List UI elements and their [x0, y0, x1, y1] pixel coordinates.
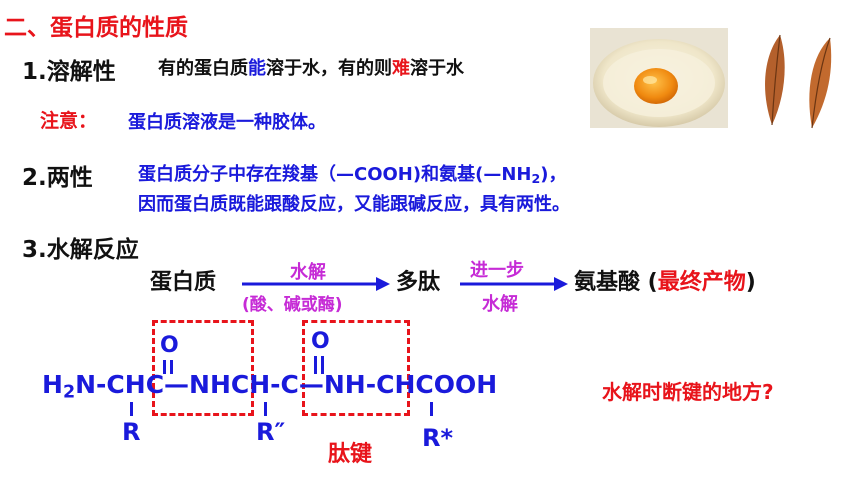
note-label: 注意： — [40, 110, 98, 132]
product-text: 氨基酸 ( — [574, 270, 658, 295]
nh2-subscript: 2 — [531, 171, 541, 187]
hydrolysis-heading: 3.水解反应 — [22, 237, 139, 263]
peptide-bond-box-2 — [302, 320, 410, 416]
carbonyl-oxygen-2: O — [311, 329, 330, 354]
solubility-text: 有的蛋白质能溶于水，有的则难溶于水 — [158, 54, 464, 80]
arrow2-bottom-label: 水解 — [482, 294, 518, 315]
main-chain-text: N-CHC—NHCH-C—NH-CHCOOH — [75, 370, 498, 399]
double-bond-1a — [163, 360, 166, 374]
amphoteric-line1-text: 蛋白质分子中存在羧基（—COOH)和氨基(—NH — [138, 164, 532, 185]
r-group-1: R — [122, 418, 141, 446]
main-chain-subscript: 2 — [62, 382, 76, 403]
solubility-heading: 1.溶解性 — [22, 59, 116, 85]
peptide-bond-box-1 — [152, 320, 254, 416]
double-bond-2b — [321, 356, 324, 374]
reactant-protein: 蛋白质 — [150, 270, 217, 295]
side-bond-1 — [130, 402, 133, 416]
arrow1-bottom-label: (酸、碱或酶) — [242, 295, 343, 315]
main-chain-h: H — [42, 370, 63, 399]
amphoteric-heading: 2.两性 — [22, 165, 93, 191]
solubility-text-part3: 溶于水 — [410, 58, 464, 79]
arrow1-top-label: 水解 — [290, 262, 326, 283]
r-group-2: R″ — [256, 418, 286, 446]
peptide-main-chain: H2N-CHC—NHCH-C—NH-CHCOOH — [42, 370, 497, 402]
note-text: 蛋白质溶液是一种胶体。 — [128, 112, 326, 133]
reaction-arrow-1 — [242, 277, 390, 291]
arrow2-top-label: 进一步 — [470, 260, 524, 281]
egg-in-bowl-image — [590, 28, 728, 128]
feathers-image — [765, 34, 832, 129]
solubility-text-part1: 有的蛋白质 — [158, 58, 248, 79]
amphoteric-line2: 因而蛋白质既能跟酸反应，又能跟碱反应，具有两性。 — [138, 194, 570, 215]
amphoteric-line1: 蛋白质分子中存在羧基（—COOH)和氨基(—NH2)， — [138, 160, 566, 186]
hydrolysis-question: 水解时断键的地方? — [602, 380, 774, 404]
solubility-text-part2: 溶于水，有的则 — [266, 58, 392, 79]
product-amino-acid: 氨基酸 (最终产物) — [574, 264, 756, 296]
reaction-arrow-2 — [460, 277, 568, 291]
intermediate-peptide: 多肽 — [396, 270, 441, 295]
double-bond-2a — [314, 356, 317, 374]
r-group-3: R* — [422, 424, 454, 452]
carbonyl-oxygen-1: O — [160, 333, 179, 358]
product-close-paren: ) — [745, 270, 756, 295]
amphoteric-line1-end: )， — [540, 164, 567, 185]
solubility-keyword-hard: 难 — [392, 58, 410, 79]
section-title: 二、蛋白质的性质 — [4, 15, 188, 41]
side-bond-2 — [264, 402, 267, 416]
double-bond-1b — [170, 360, 173, 374]
side-bond-3 — [430, 402, 433, 416]
peptide-bond-label: 肽键 — [328, 442, 373, 467]
solubility-keyword-can: 能 — [248, 58, 266, 79]
final-product-label: 最终产物 — [657, 270, 746, 295]
